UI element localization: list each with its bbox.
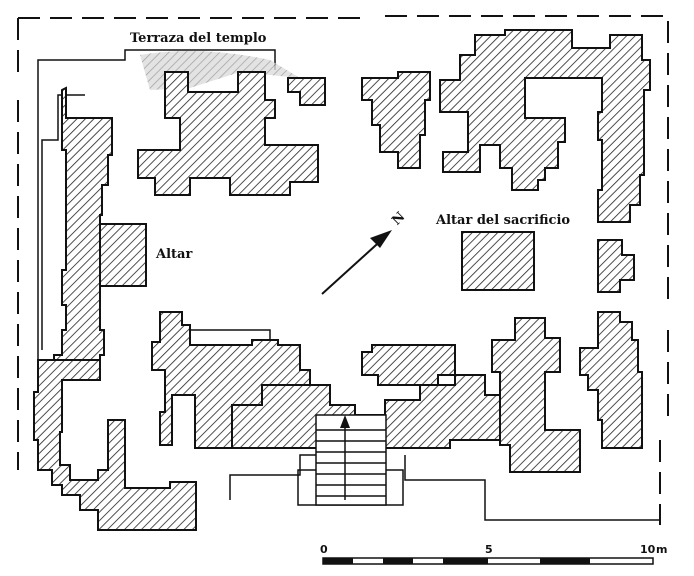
outer-boundary xyxy=(17,15,669,525)
north-arrow: N xyxy=(321,209,408,295)
north-arrow-icon xyxy=(370,230,392,248)
scale-bar: 0 5 10 m xyxy=(320,543,667,565)
staircase xyxy=(297,414,404,506)
scale-tick-0: 0 xyxy=(320,543,328,556)
stair-up-arrow-icon xyxy=(340,415,350,428)
terrace-label: Terraza del templo xyxy=(130,31,267,46)
scale-tick-10: 10 xyxy=(640,543,656,556)
sacrifice-altar-label: Altar del sacrificio xyxy=(435,213,570,228)
scale-tick-5: 5 xyxy=(485,543,493,556)
wall-masses xyxy=(33,29,651,531)
north-label: N xyxy=(389,209,408,228)
altar-label: Altar xyxy=(155,247,192,262)
scale-unit: m xyxy=(656,543,667,556)
